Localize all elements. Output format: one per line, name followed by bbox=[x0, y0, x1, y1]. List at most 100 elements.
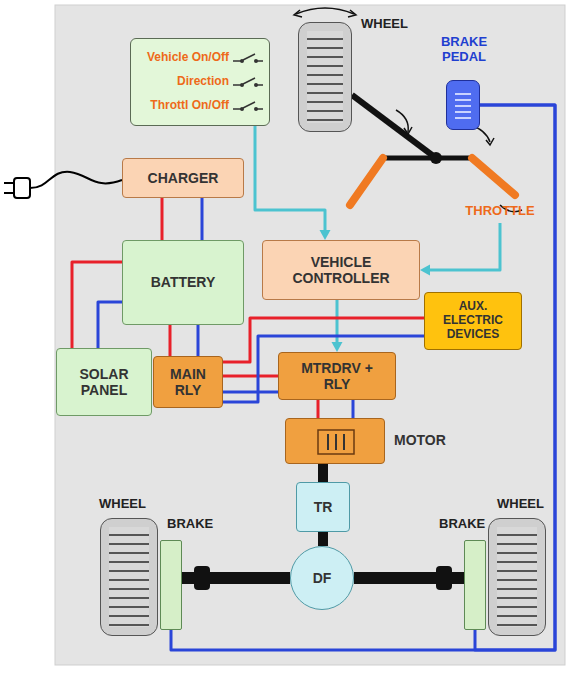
brake: BRAKE bbox=[160, 540, 182, 630]
arrowhead bbox=[320, 230, 331, 240]
connector bbox=[332, 300, 343, 352]
switch-label: Direction bbox=[177, 75, 229, 89]
charger-box: CHARGER bbox=[122, 158, 244, 198]
controller-box: VEHICLE CONTROLLER bbox=[262, 240, 420, 300]
motor-symbol-bar bbox=[327, 434, 329, 450]
tie-bar bbox=[383, 156, 472, 161]
box-label: SOLAR PANEL bbox=[57, 366, 151, 398]
wire bbox=[197, 325, 200, 356]
outside-label: BRAKE bbox=[167, 517, 213, 532]
wire bbox=[201, 198, 204, 240]
motor-driver-box: MTRDRV + RLY bbox=[278, 352, 396, 400]
arrowhead bbox=[486, 138, 494, 145]
throttle-label-box: THROTTLE bbox=[455, 200, 545, 223]
switch-lead bbox=[233, 108, 241, 110]
outside-label: WHEEL bbox=[361, 17, 408, 32]
wire bbox=[98, 302, 122, 348]
switch-row: Vehicle On/Off bbox=[137, 51, 263, 65]
motor-symbol-bar bbox=[343, 434, 345, 450]
outside-label: BRAKE bbox=[439, 517, 485, 532]
wire bbox=[255, 126, 325, 232]
wire bbox=[475, 105, 555, 650]
connector bbox=[72, 262, 122, 348]
outside-label: BRAKE PEDAL bbox=[425, 35, 503, 65]
connector bbox=[162, 198, 202, 240]
outside-label: WHEEL bbox=[497, 497, 544, 512]
switch-symbol bbox=[233, 76, 263, 88]
box-label: CHARGER bbox=[144, 170, 223, 186]
cv-joint bbox=[194, 566, 210, 590]
box-label: VEHICLE CONTROLLER bbox=[263, 254, 419, 286]
box-label: AUX. ELECTRIC DEVICES bbox=[425, 300, 521, 341]
arrowhead bbox=[294, 10, 302, 17]
switch-row: Direction bbox=[137, 75, 263, 89]
box-label: TR bbox=[310, 499, 337, 515]
plug-prong bbox=[4, 182, 14, 184]
wire bbox=[428, 223, 500, 270]
outside-label: MOTOR bbox=[394, 432, 446, 448]
motor-symbol-frame bbox=[318, 430, 354, 454]
wire bbox=[318, 464, 328, 482]
motor-box: MOTOR bbox=[285, 418, 385, 464]
switch-lead bbox=[257, 84, 263, 86]
box-label: THROTTLE bbox=[461, 204, 538, 219]
arrowhead bbox=[332, 342, 343, 352]
wheel: WHEEL bbox=[100, 518, 158, 636]
plug-body bbox=[14, 178, 30, 198]
switch-label: Vehicle On/Off bbox=[147, 51, 229, 65]
wire bbox=[223, 375, 278, 378]
wire bbox=[72, 262, 122, 348]
box-label: MAIN RLY bbox=[154, 366, 222, 398]
pedal-stripes bbox=[455, 89, 471, 121]
switch-lead bbox=[257, 108, 263, 110]
motor-symbol-bar bbox=[335, 434, 337, 450]
connector bbox=[323, 532, 324, 546]
box-label: MTRDRV + RLY bbox=[288, 360, 386, 392]
pivot bbox=[430, 152, 442, 164]
wire bbox=[223, 336, 424, 402]
connector bbox=[255, 126, 331, 240]
wheel: WHEEL bbox=[488, 518, 546, 636]
arrowhead bbox=[348, 10, 356, 17]
switch-symbol bbox=[233, 52, 263, 64]
differential-circle: DF bbox=[290, 546, 354, 610]
switch-blade bbox=[243, 78, 255, 84]
connector bbox=[223, 376, 278, 392]
connector bbox=[420, 223, 500, 276]
wire bbox=[317, 400, 320, 418]
switch-panel: Vehicle On/OffDirectionThrottl On/Off bbox=[130, 38, 270, 126]
battery-box: BATTERY bbox=[122, 240, 244, 325]
switch-lead bbox=[257, 60, 263, 62]
aux-box: AUX. ELECTRIC DEVICES bbox=[424, 292, 522, 350]
power-plug bbox=[4, 172, 122, 198]
switch-blade bbox=[243, 54, 255, 60]
switch-lead bbox=[233, 84, 241, 86]
main-relay-box: MAIN RLY bbox=[153, 356, 223, 408]
connector bbox=[318, 400, 353, 418]
steering-column bbox=[352, 95, 436, 158]
brake-pedal: BRAKE PEDAL bbox=[446, 80, 480, 130]
wire bbox=[352, 400, 355, 418]
connector bbox=[323, 464, 324, 482]
outside-label: WHEEL bbox=[99, 497, 146, 512]
steering-arm bbox=[350, 158, 383, 205]
switch-label: Throttl On/Off bbox=[150, 99, 229, 113]
connector bbox=[475, 105, 555, 650]
tread-stripes bbox=[109, 527, 149, 627]
cv-joint bbox=[436, 566, 452, 590]
wire bbox=[169, 325, 172, 356]
transmission-box: TR bbox=[296, 482, 350, 532]
steering-wheel: WHEEL bbox=[298, 22, 352, 132]
plug-prong bbox=[4, 192, 14, 194]
rotation-arrow bbox=[396, 110, 408, 132]
tread-stripes bbox=[497, 527, 537, 627]
switch-lead bbox=[233, 60, 241, 62]
switch-row: Throttl On/Off bbox=[137, 99, 263, 113]
arrowhead bbox=[420, 265, 430, 276]
solar-panel-box: SOLAR PANEL bbox=[56, 348, 152, 416]
switch-symbol bbox=[233, 100, 263, 112]
throttle-pedal bbox=[472, 158, 515, 195]
connector bbox=[223, 318, 424, 402]
background-panel bbox=[55, 5, 565, 665]
arrowhead bbox=[404, 127, 412, 134]
